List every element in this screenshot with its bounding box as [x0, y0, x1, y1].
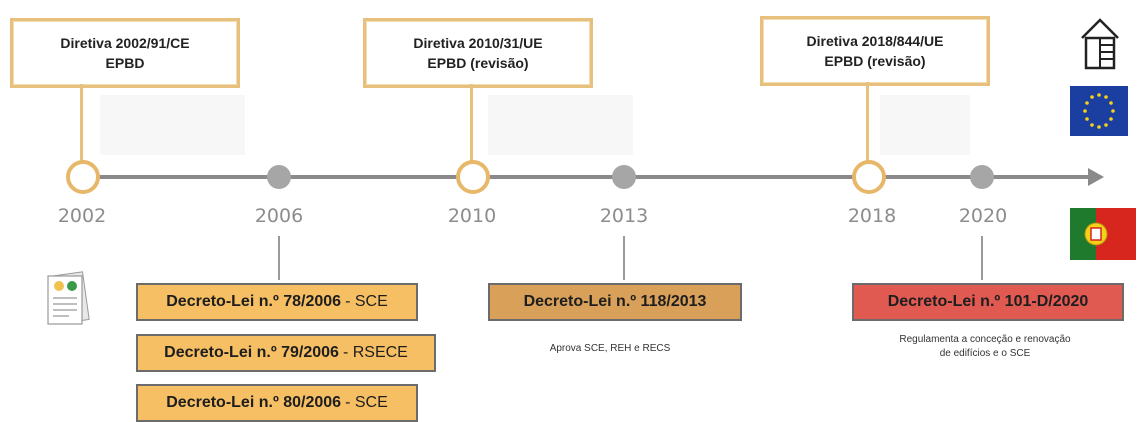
connector-line [981, 236, 983, 280]
connector-line [470, 84, 473, 164]
law-title: Decreto-Lei n.º 101-D/2020 [887, 293, 1089, 310]
law-suffix: - SCE [345, 293, 388, 310]
year-label: 2018 [847, 205, 897, 227]
year-label: 2020 [958, 205, 1008, 227]
timeline-node-2006 [267, 165, 291, 189]
eu-flag-icon [1070, 86, 1128, 136]
eu-directive-2010: Diretiva 2010/31/UE EPBD (revisão) [363, 18, 593, 88]
eu-directive-2002: Diretiva 2002/91/CE EPBD [10, 18, 240, 88]
year-label: 2006 [254, 205, 304, 227]
law-title: Decreto-Lei n.º 79/2006 [164, 344, 339, 361]
law-title: Decreto-Lei n.º 118/2013 [523, 293, 707, 310]
law-title: Decreto-Lei n.º 78/2006 [166, 293, 342, 310]
directive-subtitle: EPBD [105, 55, 145, 71]
law-title: Decreto-Lei n.º 80/2006 [166, 394, 342, 411]
directive-subtitle: EPBD (revisão) [427, 55, 529, 71]
note-line: de edifícios e o SCE [939, 348, 1031, 359]
timeline-axis [85, 175, 1090, 179]
timeline-node-2018 [852, 160, 886, 194]
portugal-flag-icon [1070, 208, 1136, 260]
year-label: 2010 [447, 205, 497, 227]
background-shape [100, 95, 245, 155]
year-label: 2013 [599, 205, 649, 227]
timeline-node-2010 [456, 160, 490, 194]
connector-line [80, 84, 83, 164]
year-label: 2002 [57, 205, 107, 227]
eu-directive-2018: Diretiva 2018/844/UE EPBD (revisão) [760, 16, 990, 86]
law-note-2013: Aprova SCE, REH e RECS [549, 343, 671, 354]
law-box-79-2006: Decreto-Lei n.º 79/2006- RSECE [136, 334, 436, 372]
law-note-2020: Regulamenta a conceção e renovação de ed… [850, 333, 1120, 361]
background-shape [488, 95, 633, 155]
directive-subtitle: EPBD (revisão) [824, 53, 926, 69]
timeline-node-2013 [612, 165, 636, 189]
background-shape [880, 95, 970, 155]
law-box-118-2013: Decreto-Lei n.º 118/2013 [488, 283, 742, 321]
timeline-node-2002 [66, 160, 100, 194]
directive-title: Diretiva 2010/31/UE [413, 35, 543, 51]
timeline-arrow [1088, 168, 1104, 186]
law-suffix: - SCE [345, 394, 388, 411]
timeline-node-2020 [970, 165, 994, 189]
connector-line [866, 82, 869, 164]
document-icon [47, 271, 90, 325]
directive-title: Diretiva 2002/91/CE [60, 35, 190, 51]
law-box-101d-2020: Decreto-Lei n.º 101-D/2020 [852, 283, 1124, 321]
law-box-80-2006: Decreto-Lei n.º 80/2006- SCE [136, 384, 418, 422]
law-box-78-2006: Decreto-Lei n.º 78/2006- SCE [136, 283, 418, 321]
connector-line [623, 236, 625, 280]
directive-title: Diretiva 2018/844/UE [806, 33, 944, 49]
building-icon [1081, 18, 1119, 70]
law-suffix: - RSECE [342, 344, 408, 361]
note-line: Regulamenta a conceção e renovação [899, 334, 1071, 345]
connector-line [278, 236, 280, 280]
